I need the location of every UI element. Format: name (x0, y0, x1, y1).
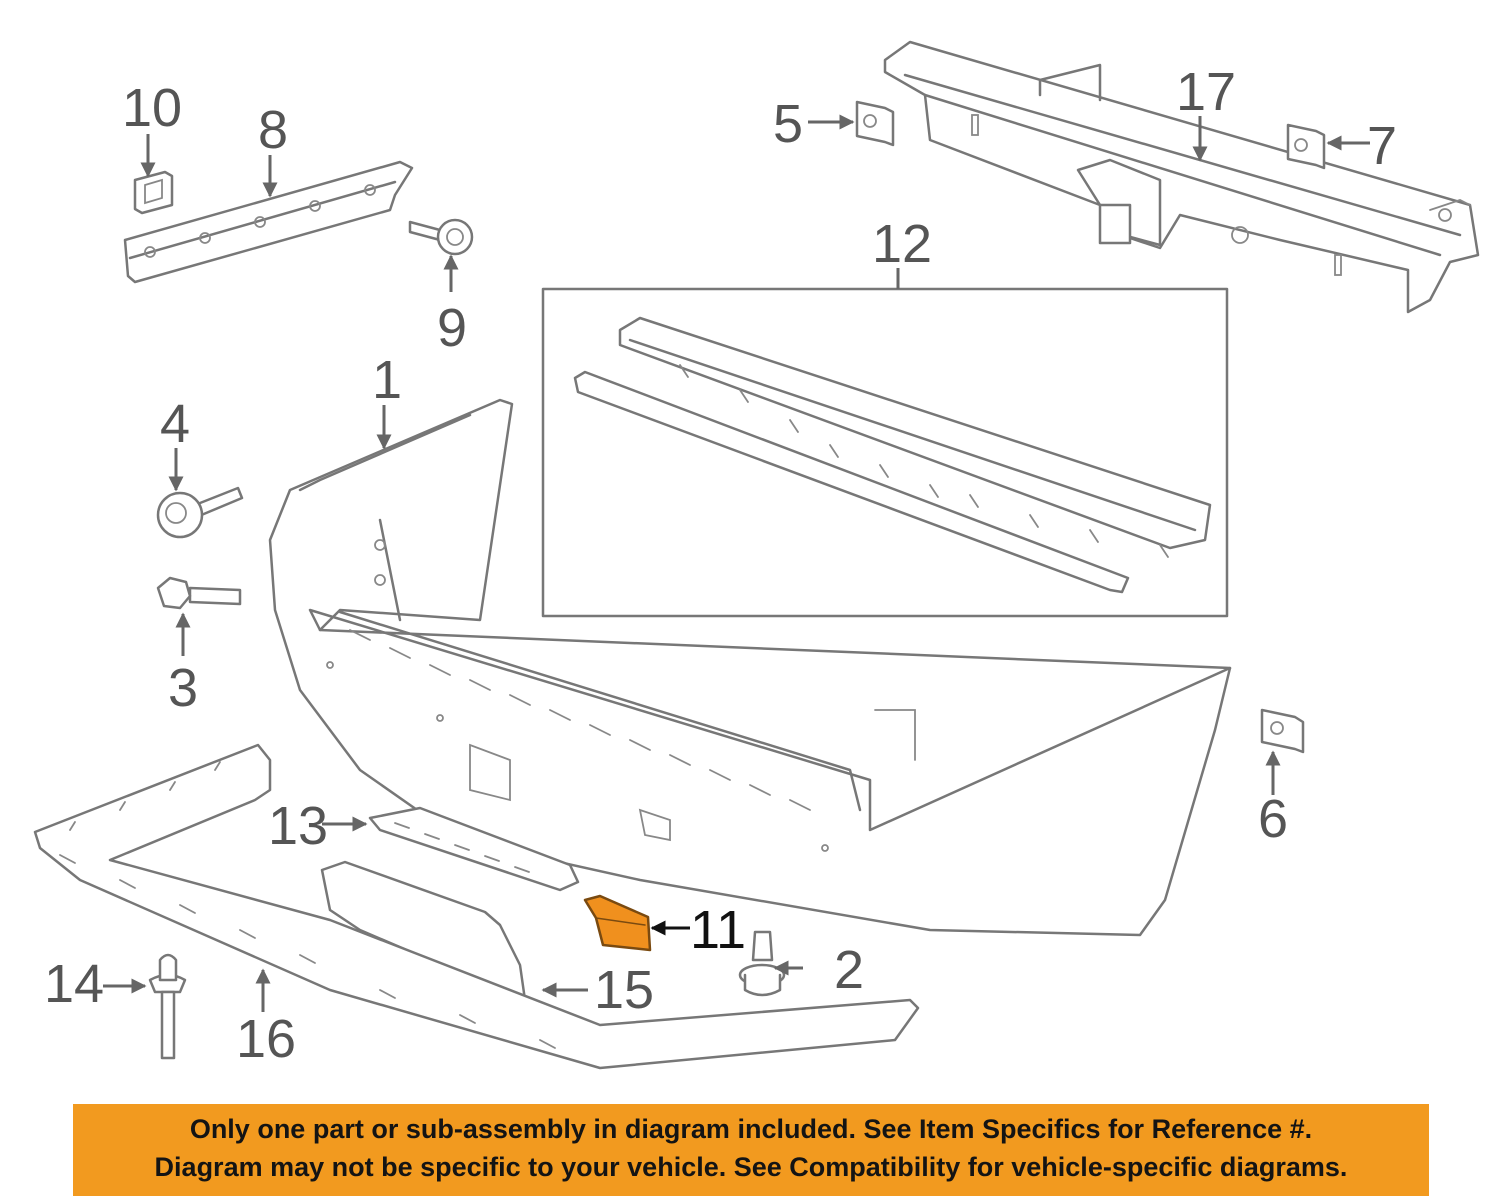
bolt-part-3 (156, 576, 242, 610)
trim-panel-part-15 (320, 860, 527, 1002)
callout-16: 16 (236, 1009, 296, 1069)
bracket-part-13 (368, 806, 580, 892)
callout-7: 7 (1367, 116, 1397, 176)
callout-13: 13 (268, 796, 328, 856)
callout-14: 14 (44, 954, 104, 1014)
bolt-part-4 (156, 486, 244, 539)
callout-11: 11 (690, 900, 746, 960)
clip-nut-part-6 (1260, 708, 1305, 754)
bolt-part-9 (408, 218, 474, 256)
bumper-cover-part-1 (268, 398, 1232, 937)
parts-diagram: 1 2 3 4 5 6 7 8 9 10 11 12 13 14 15 16 1… (33, 40, 1480, 1070)
screw-part-2 (738, 930, 786, 997)
callout-5: 5 (773, 94, 803, 154)
callout-15: 15 (594, 960, 654, 1020)
callout-8: 8 (258, 100, 288, 160)
callout-9: 9 (437, 298, 467, 358)
callout-numbers: 1 2 3 4 5 6 7 8 9 10 11 12 13 14 15 16 1… (44, 62, 1397, 1069)
disclaimer-banner: Only one part or sub-assembly in diagram… (73, 1104, 1429, 1196)
callout-1: 1 (372, 350, 402, 410)
highlighted-part-11 (583, 894, 652, 952)
impact-bar-part-17 (883, 40, 1480, 314)
callout-12: 12 (872, 214, 932, 274)
callout-17: 17 (1176, 62, 1236, 122)
bracket-part-8 (123, 160, 414, 284)
callout-10: 10 (122, 78, 182, 138)
clip-nut-part-5 (855, 100, 895, 147)
rivet-part-14 (148, 953, 187, 1060)
callout-3: 3 (168, 658, 198, 718)
disclaimer-line-1: Only one part or sub-assembly in diagram… (189, 1114, 1313, 1144)
clip-nut-part-7 (1286, 123, 1326, 170)
disclaimer-line-2: Diagram may not be specific to your vehi… (154, 1152, 1348, 1182)
clip-part-10 (133, 170, 174, 215)
callout-4: 4 (160, 394, 190, 454)
callout-arrows (103, 114, 1370, 1012)
callout-2: 2 (834, 940, 864, 1000)
step-pad-assembly-part-12 (541, 287, 1229, 618)
callout-6: 6 (1258, 789, 1288, 849)
lower-fascia-part-16 (33, 743, 920, 1070)
